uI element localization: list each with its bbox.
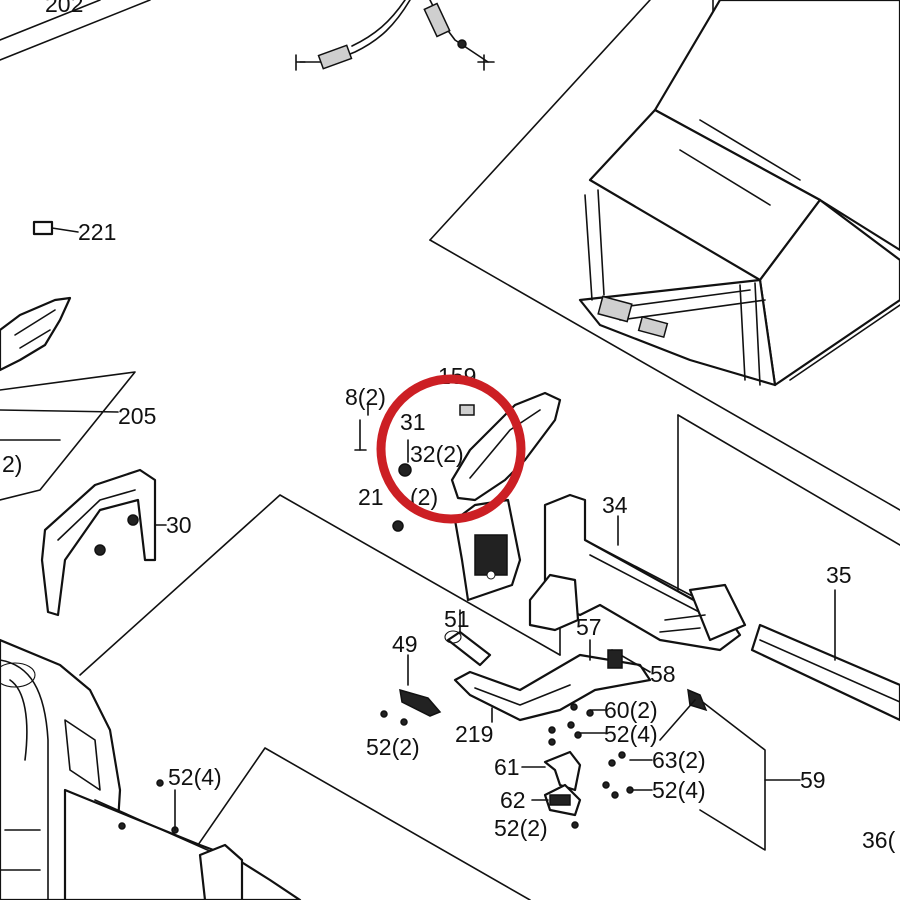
nut-21 [392, 520, 404, 532]
linkage-57 [453, 639, 652, 722]
part-34-support [528, 493, 747, 652]
label-49: 49 [392, 631, 418, 657]
part-30-guard [40, 468, 157, 617]
label-35: 35 [826, 562, 852, 588]
label-52-2-bottom: 52(2) [494, 815, 548, 841]
left-bracket [0, 296, 72, 372]
label-59: 59 [800, 767, 826, 793]
label-205: 205 [118, 403, 156, 429]
panel-205 [0, 371, 136, 501]
label-58: 58 [650, 661, 676, 687]
screw-cluster-63 [602, 688, 708, 799]
part-62 [531, 783, 582, 829]
part-159 [459, 404, 475, 416]
label-52-4-bottom: 52(4) [168, 764, 222, 790]
label-2-left: 2) [2, 451, 22, 477]
label-21: 21 [358, 484, 384, 510]
part-221 [32, 220, 79, 236]
label-52-4-right: 52(4) [652, 777, 706, 803]
base-frame-center [63, 747, 531, 900]
part-51 [444, 609, 492, 667]
central-panel [79, 494, 561, 676]
part-61 [521, 750, 582, 792]
cable-assembly [295, 0, 495, 71]
label-52-4-upper: 52(4) [604, 721, 658, 747]
label-221: 221 [78, 219, 116, 245]
label-219: 219 [455, 721, 493, 747]
right-panel [677, 414, 900, 851]
label-63-2: 63(2) [652, 747, 706, 773]
highlight-circle [376, 374, 526, 524]
screw-52-bottom [156, 779, 164, 787]
handle-part [450, 391, 562, 602]
label-8-2: 8(2) [345, 384, 386, 410]
label-31: 31 [400, 409, 426, 435]
panel-202 [0, 0, 151, 61]
part-49 [380, 654, 442, 726]
label-32-2: 32(2) [410, 441, 464, 467]
fastener-8 [354, 404, 369, 451]
label-36: 36( [862, 827, 896, 853]
washer-32 [398, 439, 412, 477]
label-30: 30 [166, 512, 192, 538]
label-52-2-left: 52(2) [366, 734, 420, 760]
label-202: 202 [45, 0, 83, 17]
label-60-2: 60(2) [604, 697, 658, 723]
hopper-assembly [429, 0, 900, 511]
label-34: 34 [602, 492, 628, 518]
label-62: 62 [500, 787, 526, 813]
screw-cluster-60 [548, 703, 606, 746]
label-57: 57 [576, 614, 602, 640]
label-61: 61 [494, 754, 520, 780]
label-51: 51 [444, 606, 470, 632]
